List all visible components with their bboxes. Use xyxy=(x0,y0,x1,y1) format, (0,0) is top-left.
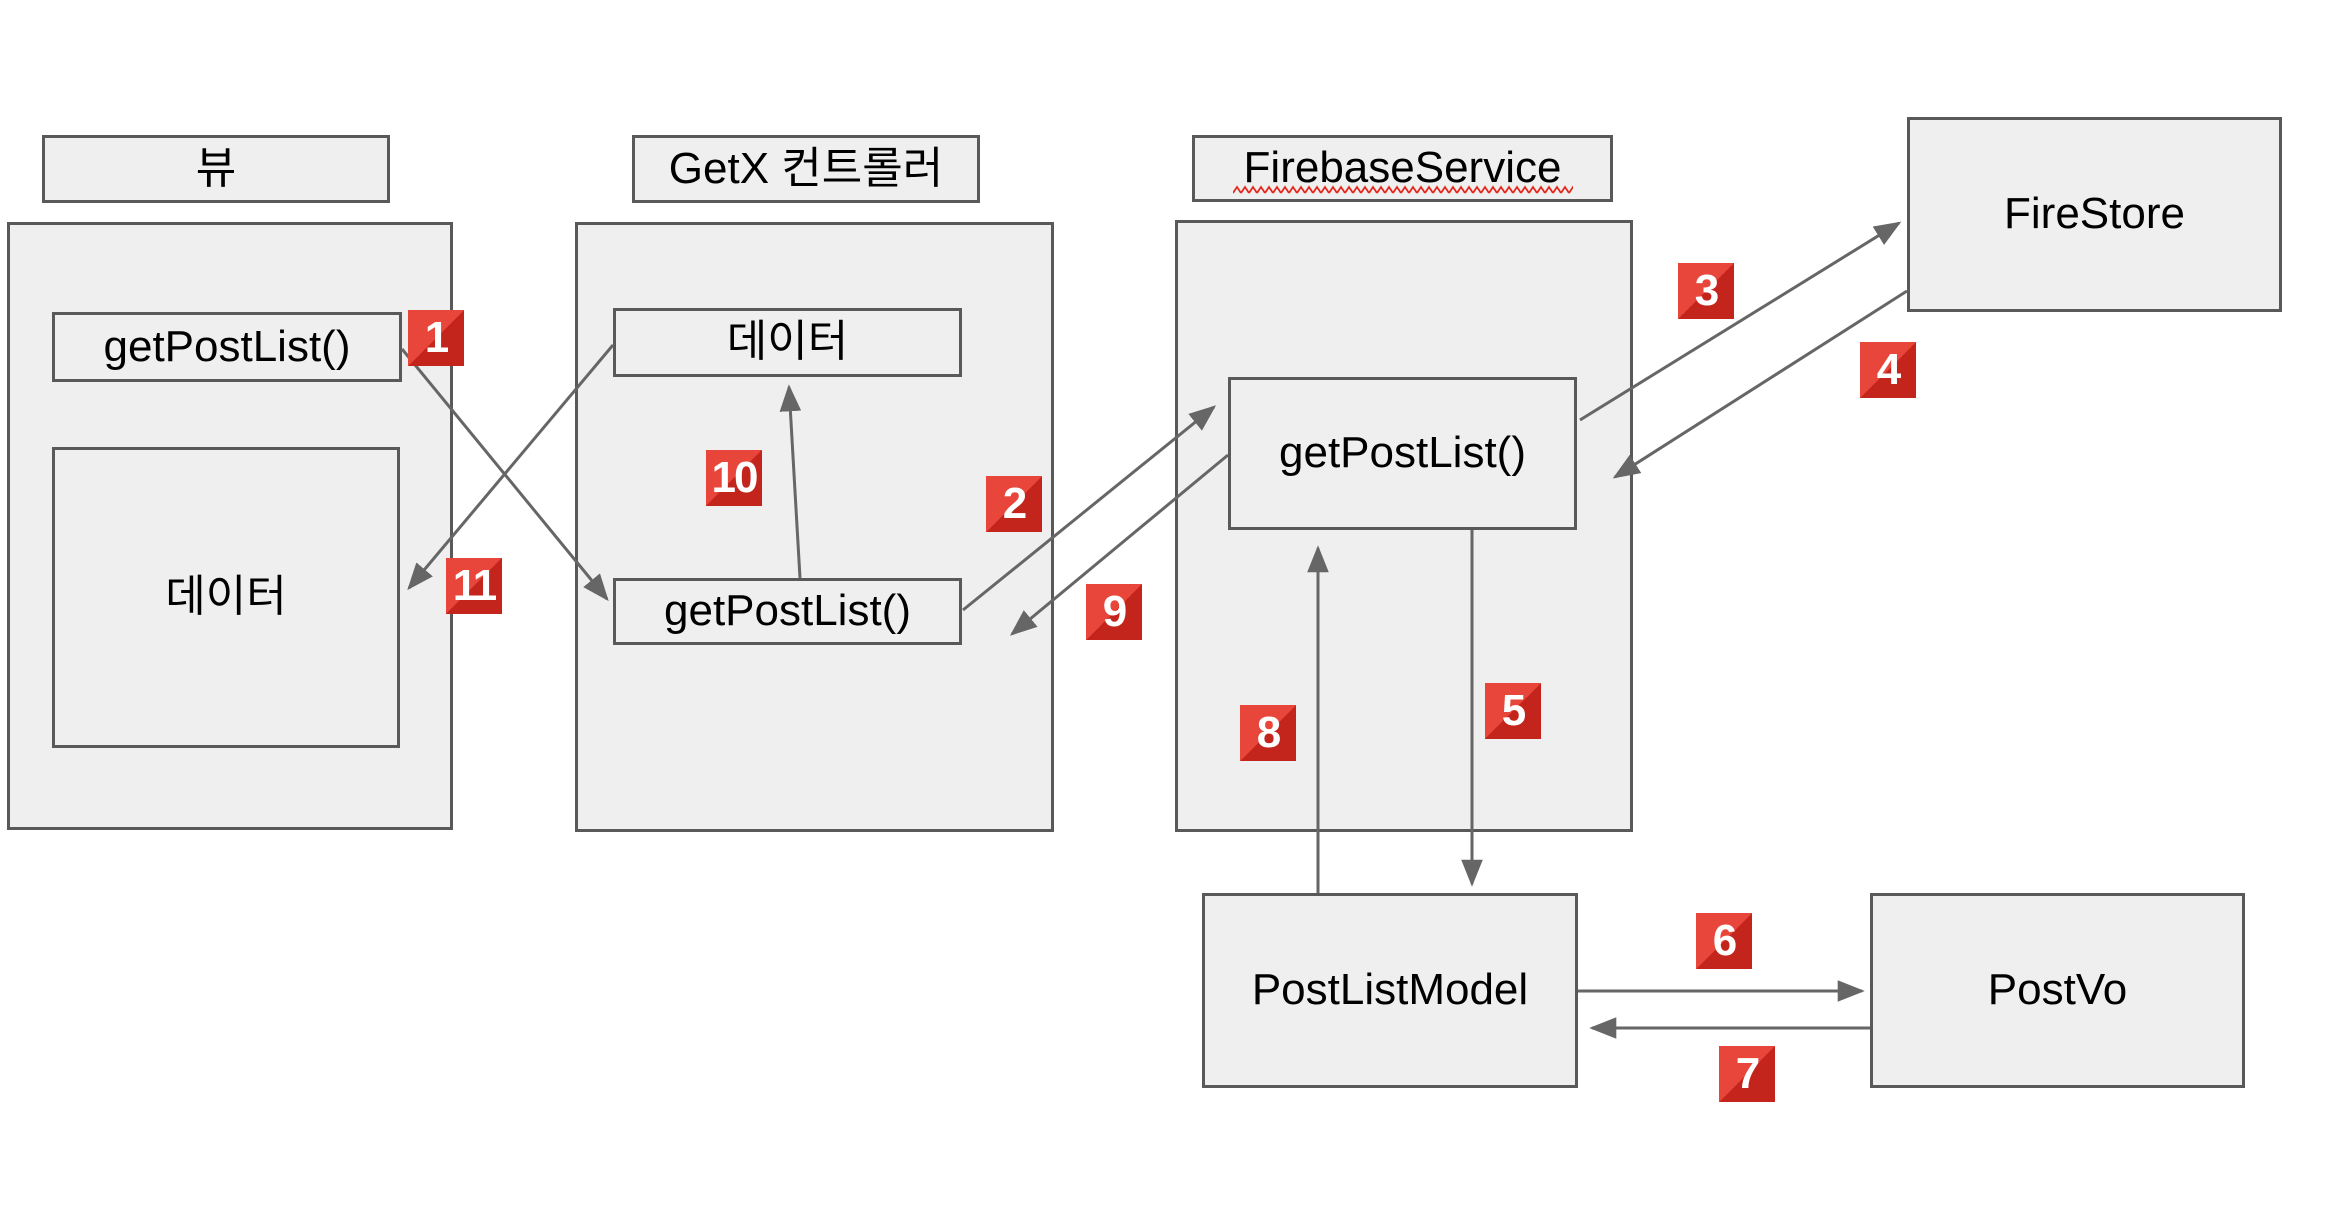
getx-data-label: 데이터 xyxy=(726,317,849,367)
post-list-model-box: PostListModel xyxy=(1202,893,1578,1088)
step-badge-5: 5 xyxy=(1485,683,1541,739)
view-data-box: 데이터 xyxy=(52,447,400,748)
getx-getpostlist-box: getPostList() xyxy=(613,578,962,645)
view-getpostlist-box: getPostList() xyxy=(52,312,402,382)
step-badge-2: 2 xyxy=(986,476,1042,532)
getx-getpostlist-label: getPostList() xyxy=(664,586,911,636)
step-badge-9: 9 xyxy=(1086,584,1142,640)
view-title: 뷰 xyxy=(195,143,237,193)
step-badge-11: 11 xyxy=(446,558,502,614)
firebase-getpostlist-label: getPostList() xyxy=(1279,428,1526,478)
getx-data-box: 데이터 xyxy=(613,308,962,377)
view-getpostlist-label: getPostList() xyxy=(103,321,351,371)
step-badge-7: 7 xyxy=(1719,1046,1775,1102)
spellcheck-squiggle-icon xyxy=(1232,185,1573,195)
step-badge-8: 8 xyxy=(1240,705,1296,761)
step-badge-10: 10 xyxy=(706,450,762,506)
step-badge-3: 3 xyxy=(1678,263,1734,319)
step-badge-1: 1 xyxy=(408,310,464,366)
view-data-label: 데이터 xyxy=(165,572,287,622)
firestore-box: FireStore xyxy=(1907,117,2282,312)
getx-controller-title: GetX 컨트롤러 xyxy=(668,143,944,193)
post-list-model-label: PostListModel xyxy=(1251,965,1529,1015)
step-badge-4: 4 xyxy=(1860,342,1916,398)
firebase-service-title-box: FirebaseService xyxy=(1192,135,1613,202)
step-badge-6: 6 xyxy=(1696,913,1752,969)
post-vo-label: PostVo xyxy=(1987,965,2128,1015)
view-title-box: 뷰 xyxy=(42,135,390,203)
post-vo-box: PostVo xyxy=(1870,893,2245,1088)
getx-controller-title-box: GetX 컨트롤러 xyxy=(632,135,980,203)
firebase-service-title: FirebaseService xyxy=(1243,143,1562,193)
firebase-getpostlist-box: getPostList() xyxy=(1228,377,1577,530)
firestore-label: FireStore xyxy=(2004,189,2185,239)
